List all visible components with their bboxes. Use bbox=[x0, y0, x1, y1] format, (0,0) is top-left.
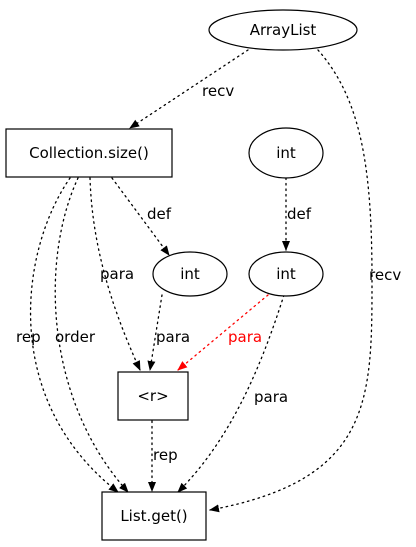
edge-label: recv bbox=[369, 266, 401, 284]
edge-int-left-to-r: para bbox=[147, 294, 190, 371]
edge-label: recv bbox=[202, 82, 234, 100]
node-int-top[interactable]: int bbox=[248, 127, 324, 179]
edge-label: def bbox=[147, 205, 172, 223]
node-int-def-right[interactable]: int bbox=[248, 251, 324, 297]
node-collection-size[interactable]: Collection.size() bbox=[5, 128, 173, 178]
edge-arraylist-to-listget: recv bbox=[209, 49, 401, 513]
edge-int-top-to-int-right: def bbox=[282, 177, 312, 251]
edge-label: order bbox=[55, 328, 96, 346]
node-r[interactable]: <r> bbox=[117, 371, 189, 421]
edge-label: rep bbox=[16, 328, 41, 346]
edge-int-right-to-listget: para bbox=[177, 294, 288, 493]
edge-collection-to-listget-order: order bbox=[54, 177, 129, 493]
node-list-get[interactable]: List.get() bbox=[101, 491, 207, 541]
node-int-def-left[interactable]: int bbox=[152, 251, 228, 297]
edge-arraylist-to-collection: recv bbox=[129, 49, 249, 129]
node-label: int bbox=[276, 265, 296, 283]
edge-collection-to-r: para bbox=[89, 177, 141, 371]
edge-collection-to-int-left: def bbox=[111, 177, 172, 256]
edge-label: para bbox=[228, 328, 262, 346]
edge-label: def bbox=[287, 205, 312, 223]
node-label: ArrayList bbox=[250, 21, 317, 39]
node-label: int bbox=[180, 265, 200, 283]
edge-r-to-listget: rep bbox=[148, 420, 178, 492]
node-label: Collection.size() bbox=[29, 144, 149, 162]
edge-int-right-to-r: para bbox=[177, 294, 269, 371]
node-label: <r> bbox=[137, 387, 168, 405]
edge-label: para bbox=[254, 388, 288, 406]
edge-collection-to-listget-rep: rep bbox=[16, 177, 119, 493]
edge-label: para bbox=[100, 265, 134, 283]
edge-label: rep bbox=[153, 446, 178, 464]
node-label: List.get() bbox=[120, 507, 187, 525]
node-arraylist[interactable]: ArrayList bbox=[208, 9, 358, 51]
edge-label: para bbox=[156, 328, 190, 346]
node-label: int bbox=[276, 144, 296, 162]
